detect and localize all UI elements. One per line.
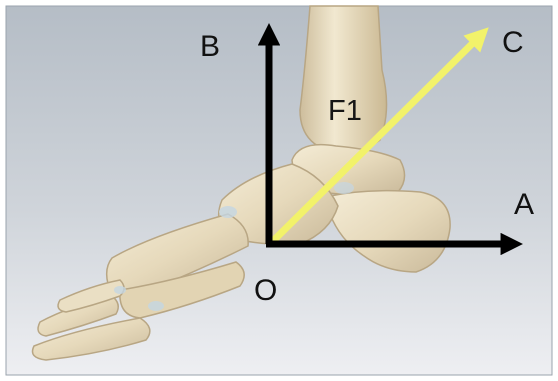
label-c: C [502,26,524,59]
joint-highlight [114,286,126,294]
joint-highlight [219,206,237,218]
joint-highlight [334,182,354,194]
label-o: O [254,274,277,307]
joint-highlight [148,301,164,311]
label-b: B [200,30,220,63]
label-f1: F1 [328,95,362,127]
tibia-bone [300,6,387,152]
label-a: A [514,188,534,221]
